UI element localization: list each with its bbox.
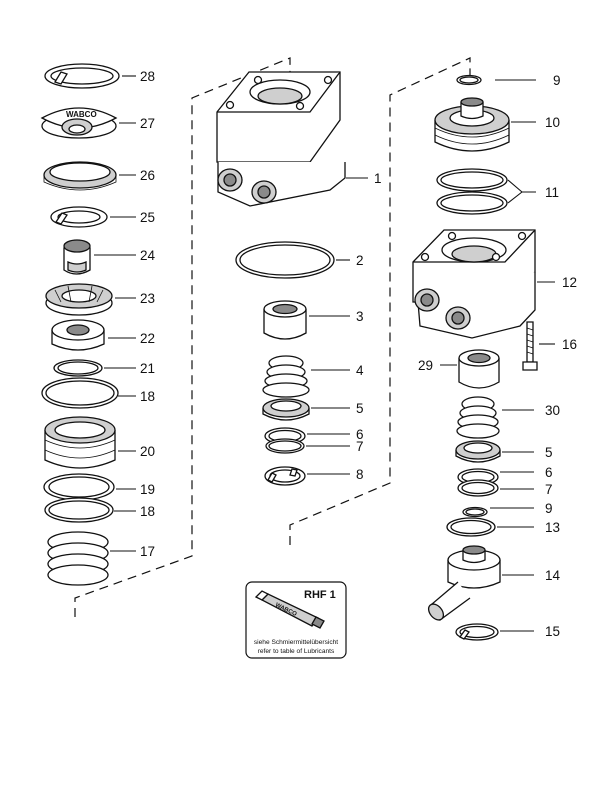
callout-22: 22 — [140, 331, 155, 346]
part-22-bush — [51, 319, 105, 351]
part-12-lower-housing — [412, 229, 536, 339]
callout-19: 19 — [140, 482, 155, 497]
callout-numbers: 28 27 26 25 24 23 22 21 18 20 19 18 17 1… — [140, 69, 577, 639]
callout-25: 25 — [140, 210, 155, 225]
callout-14: 14 — [545, 568, 561, 583]
callout-4: 4 — [356, 363, 364, 378]
part-18-lower-ring — [44, 497, 114, 523]
callout-17: 17 — [140, 544, 155, 559]
callout-11: 11 — [545, 185, 559, 200]
callout-20: 20 — [140, 444, 155, 459]
part-15-snap-ring — [455, 623, 499, 641]
part-19-ring — [43, 473, 115, 501]
lubricant-note-de: siehe Schmiermittelübersicht — [254, 639, 338, 646]
callout-6-right: 6 — [545, 465, 553, 480]
leader-lines — [94, 75, 555, 632]
part-16-bolt — [522, 321, 538, 371]
part-28-snap-ring — [44, 63, 120, 89]
part-26-ring — [43, 161, 117, 191]
part-29-sleeve — [458, 349, 500, 389]
callout-27: 27 — [140, 116, 155, 131]
lubricant-code: RHF 1 — [304, 589, 336, 601]
part-18-upper-ring — [41, 377, 119, 409]
callout-29: 29 — [418, 358, 433, 373]
callout-23: 23 — [140, 291, 155, 306]
part-10-piston — [434, 97, 510, 152]
part-1-housing — [216, 71, 346, 207]
callout-9-top: 9 — [553, 73, 561, 88]
callout-10: 10 — [545, 115, 560, 130]
part-7-ring — [265, 438, 305, 454]
part-11-rings — [436, 168, 508, 215]
part-7-ring-right — [457, 479, 499, 497]
part-20-piston — [44, 416, 116, 469]
part-13-o-ring — [446, 517, 496, 537]
callout-6: 6 — [356, 427, 364, 442]
part-25-circlip — [50, 206, 108, 228]
part-8-circlip — [264, 466, 306, 486]
callout-21: 21 — [140, 361, 155, 376]
part-17-spring — [47, 531, 109, 586]
callout-7: 7 — [356, 439, 364, 454]
callout-8: 8 — [356, 467, 364, 482]
callout-30: 30 — [545, 403, 560, 418]
callout-18-lower: 18 — [140, 504, 155, 519]
part-5-seat — [262, 398, 310, 421]
part-9-small-o-ring-lower — [462, 506, 488, 518]
part-21-o-ring — [53, 359, 103, 377]
callout-24: 24 — [140, 248, 156, 263]
callout-13: 13 — [545, 520, 560, 535]
callout-16: 16 — [562, 337, 577, 352]
callout-9-lower: 9 — [545, 501, 553, 516]
lubricant-box: RHF 1 WABCO siehe Schmiermittelübersicht… — [245, 581, 347, 659]
callout-1: 1 — [374, 171, 382, 186]
part-2-large-o-ring — [235, 241, 335, 279]
callout-12: 12 — [562, 275, 577, 290]
callout-7-right: 7 — [545, 482, 553, 497]
lubricant-note-en: refer to table of Lubricants — [258, 648, 335, 655]
part-14-outlet-fitting — [427, 545, 501, 621]
wabco-logo: WABCO — [66, 110, 97, 119]
part-30-spring — [456, 396, 500, 439]
part-24-plunger — [63, 239, 91, 275]
callout-26: 26 — [140, 168, 155, 183]
part-3-sleeve — [263, 300, 307, 340]
part-5-seat-right — [455, 440, 501, 463]
part-23-valve-plate — [45, 283, 113, 316]
callout-2: 2 — [356, 253, 364, 268]
grease-tube-icon: WABCO — [254, 590, 325, 629]
part-27-wabco-cover: WABCO — [40, 107, 118, 139]
part-9-small-o-ring — [456, 74, 482, 86]
callout-3: 3 — [356, 309, 364, 324]
assembly-guide-lines — [74, 57, 471, 617]
callout-5-right: 5 — [545, 445, 553, 460]
callout-5: 5 — [356, 401, 364, 416]
callout-15: 15 — [545, 624, 560, 639]
callout-28: 28 — [140, 69, 155, 84]
part-4-spring — [262, 355, 310, 398]
callout-18-upper: 18 — [140, 389, 155, 404]
